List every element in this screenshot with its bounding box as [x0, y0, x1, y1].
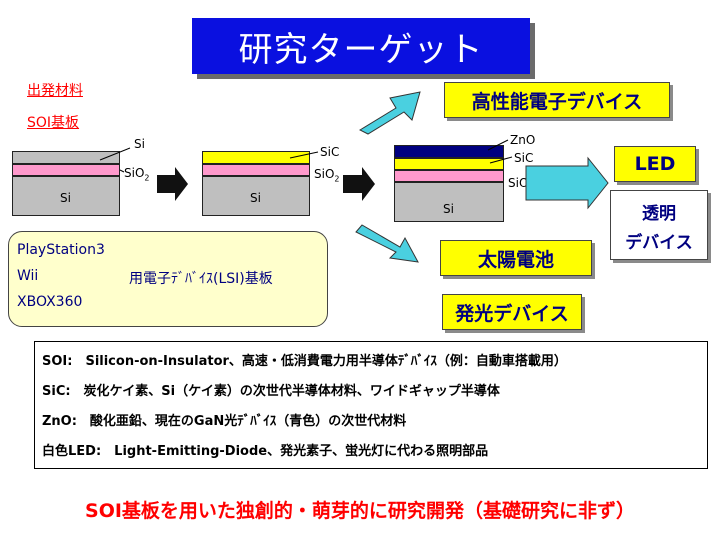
arrow-to-solar	[355, 224, 419, 263]
wafer2-sic-layer	[202, 151, 310, 164]
wafer3-zno-label: ZnO	[510, 133, 536, 147]
wafer2-base-label: Si	[250, 191, 261, 205]
arrow-to-led	[525, 156, 609, 210]
page-title: 研究ターゲット	[192, 18, 530, 74]
target-transparent-device: 透明 デバイス	[610, 190, 708, 260]
wafer1-si-base	[12, 176, 120, 216]
console-usage-label: 用電子ﾃﾞﾊﾞｲｽ(LSI)基板	[129, 271, 273, 287]
wafer2-sio2-layer	[202, 164, 310, 176]
wafer1-sio2-label: SiO2	[124, 166, 150, 183]
wafer1-sio2-pointer	[119, 169, 125, 173]
wafer3-zno-pointer	[487, 139, 509, 151]
wafer3-sio2-layer	[394, 170, 504, 182]
console-usage-box: PlayStation3 Wii XBOX360 用電子ﾃﾞﾊﾞｲｽ(LSI)基…	[8, 231, 328, 327]
process-arrow-2	[343, 167, 375, 201]
wafer2-sio2-label: SiO2	[314, 167, 340, 184]
wafer1-base-label: Si	[60, 191, 71, 205]
definition-white-led: 白色LED: Light-Emitting-Diode、発光素子、蛍光灯に代わる…	[42, 444, 489, 459]
target-solar-cell: 太陽電池	[440, 240, 592, 276]
console-item: PlayStation3	[17, 242, 105, 258]
wafer3-sic-label: SiC	[514, 151, 534, 165]
target-led: LED	[614, 146, 696, 182]
wafer3-sic-layer	[394, 158, 504, 170]
wafer3-base-label: Si	[443, 202, 454, 216]
wafer1-sio2-layer	[12, 164, 120, 176]
definition-soi: SOI: Silicon-on-Insulator、高速・低消費電力用半導体ﾃﾞ…	[42, 354, 567, 369]
arrow-to-high-performance	[358, 91, 421, 135]
wafer2-sic-pointer	[289, 151, 319, 159]
definition-zno: ZnO: 酸化亜鉛、現在のGaN光ﾃﾞﾊﾞｲｽ（青色）の次世代材料	[42, 414, 407, 429]
wafer1-si-pointer	[99, 147, 131, 161]
wafer1-si-label: Si	[134, 137, 145, 151]
target-high-performance-device: 高性能電子デバイス	[444, 82, 670, 118]
wafer2-sic-label: SiC	[320, 145, 340, 159]
console-item: XBOX360	[17, 294, 83, 310]
soi-substrate-link[interactable]: SOI基板	[27, 115, 80, 131]
wafer3-si-base	[394, 182, 504, 222]
target-light-emitting-device: 発光デバイス	[442, 294, 582, 330]
definition-sic: SiC: 炭化ケイ素、Si（ケイ素）の次世代半導体材料、ワイドギャップ半導体	[42, 384, 500, 399]
transparent-line2: デバイス	[625, 233, 693, 253]
definitions-box: SOI: Silicon-on-Insulator、高速・低消費電力用半導体ﾃﾞ…	[34, 341, 708, 469]
wafer1-si-top	[12, 151, 120, 164]
process-arrow-1	[157, 167, 188, 201]
wafer3-zno-layer	[394, 145, 504, 158]
bottom-message: SOI基板を用いた独創的・萌芽的に研究開発（基礎研究に非ず）	[85, 500, 635, 522]
wafer3-sic-pointer	[489, 156, 513, 164]
starting-material-heading[interactable]: 出発材料	[27, 83, 83, 99]
wafer2-si-base	[202, 176, 310, 216]
transparent-line1: 透明	[642, 204, 676, 224]
console-item: Wii	[17, 268, 39, 284]
